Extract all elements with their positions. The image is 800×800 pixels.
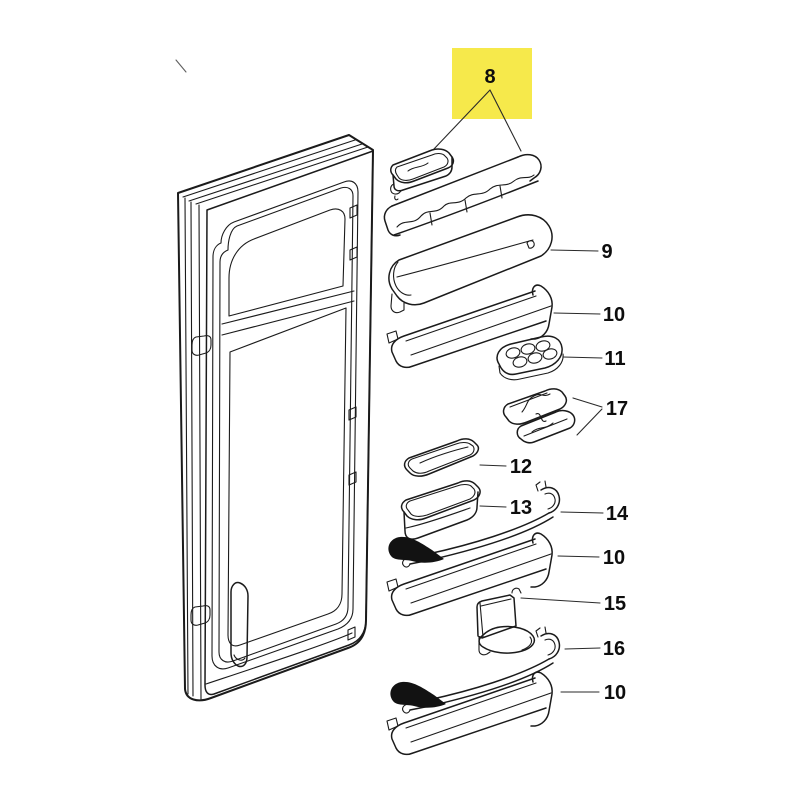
part-11-egg-tray: [496, 335, 564, 381]
door-lower-panel: [227, 307, 347, 647]
egg-tray-outline: [496, 335, 563, 376]
callout-label-10a: 10: [603, 304, 625, 326]
dairy-lid-seam: [396, 239, 534, 278]
dairy-lid-foot: [390, 293, 405, 314]
egg-tray-depth: [498, 353, 564, 381]
leader-line-8: [432, 89, 522, 152]
door-slot-floor-arc: [233, 654, 246, 661]
small-tray-top-detail: [407, 162, 429, 172]
part-16-gasket-end: [390, 681, 446, 708]
callout-label-11: 11: [604, 348, 625, 370]
insert-tray-scallops: [396, 174, 535, 228]
leader-line-16: [564, 647, 601, 650]
part-12-dish-lid: [403, 438, 480, 477]
dish-tray-body: [403, 491, 479, 540]
flap-back-plate: [476, 594, 517, 639]
callout-label-8: 8: [484, 66, 495, 88]
leader-line-15: [520, 597, 601, 604]
flap-seat: [478, 625, 536, 654]
callout-label-9: 9: [601, 241, 612, 263]
callout-label-10b: 10: [603, 547, 625, 569]
callout-label-13: 13: [510, 497, 532, 519]
door-bottom-ledge-line: [205, 632, 353, 685]
clip-lower-zigzag: [531, 422, 554, 433]
small-tray-rim: [390, 148, 455, 184]
dish-lid-dome: [419, 446, 469, 464]
leader-line-12: [479, 464, 507, 467]
door-top-edge-lines: [182, 139, 369, 205]
part-8-small-tray: [390, 148, 455, 201]
insert-tray-right-cap: [517, 153, 542, 182]
part-15-flap: [476, 587, 536, 656]
callout-label-10c: 10: [604, 682, 626, 704]
leader-line-14: [560, 511, 604, 514]
dairy-lid-latch: [526, 240, 535, 249]
door-hinge-tab-lower: [190, 605, 211, 626]
part-17-bottle-clip: [502, 388, 576, 444]
flap-top-tab: [511, 587, 522, 594]
part-13-dish-tray: [400, 480, 481, 540]
dairy-lid-left-cap: [393, 261, 412, 296]
dish-tray-rim: [400, 480, 481, 521]
door-front-face: [204, 150, 374, 696]
small-tray-rim-inner: [394, 152, 449, 181]
callout-label-15: 15: [604, 593, 626, 615]
leader-line-10b: [557, 555, 600, 558]
dish-lid-outline: [403, 438, 480, 477]
door-slot-recess: [230, 581, 249, 668]
small-tray-spout: [390, 183, 402, 201]
part-10-door-bin-upper: [386, 284, 553, 369]
flap-leg: [478, 636, 491, 656]
leader-line-11: [562, 356, 603, 359]
highlight-box: [452, 48, 532, 119]
small-tray-body: [392, 156, 453, 192]
leader-line-17: [572, 397, 603, 436]
clip-lower-bar: [516, 409, 576, 444]
egg-tray-cells: [505, 340, 558, 368]
door-mounting-slots: [347, 204, 358, 641]
part-8-insert-tray: [383, 153, 542, 237]
insert-tray-back-rim: [391, 156, 519, 207]
insert-tray-front-bottom: [393, 180, 539, 236]
callout-label-17: 17: [606, 398, 628, 420]
door-liner-frame-outer: [211, 180, 359, 670]
part-14-gasket-end: [388, 536, 444, 563]
leader-line-10a: [553, 312, 601, 315]
callout-label-14: 14: [606, 503, 629, 525]
clip-s-bridge: [535, 413, 547, 422]
insert-tray-left-cap: [383, 205, 401, 237]
clip-upper-zigzag: [521, 393, 551, 413]
dish-lid-inner: [407, 441, 475, 474]
clip-upper-bar: [502, 388, 568, 425]
part-9-dairy-lid: [388, 214, 553, 314]
flap-seat-inner: [521, 636, 533, 651]
door-side-edge-lines: [184, 197, 202, 700]
leader-line-9: [550, 249, 599, 252]
leader-line-13: [479, 505, 507, 508]
door-liner-frame-inner: [218, 186, 354, 663]
callout-label-12: 12: [510, 456, 532, 478]
flap-plate-inner: [479, 598, 512, 638]
door-hinge-tab-middle: [191, 335, 212, 356]
door-divider-band: [221, 290, 355, 336]
dairy-lid-outline: [388, 214, 553, 306]
insert-tray-dividers: [429, 185, 503, 226]
callout-label-16: 16: [603, 638, 625, 660]
refrigerator-door: [177, 134, 374, 702]
dish-tray-rim-inner: [405, 483, 476, 517]
scan-speck: [175, 59, 187, 73]
dish-tray-bottom-edge: [405, 507, 471, 529]
door-upper-panel: [228, 208, 346, 317]
